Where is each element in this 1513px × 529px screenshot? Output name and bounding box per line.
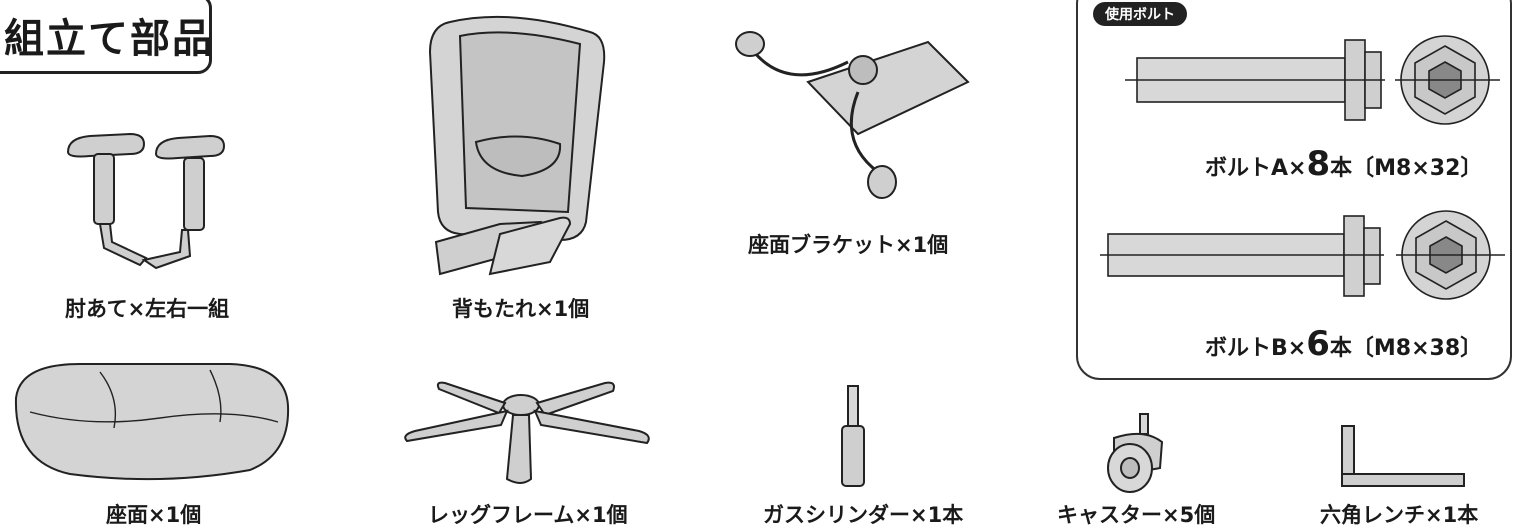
bolt-b-suffix: 本〔M8×38〕 <box>1329 336 1483 361</box>
bolt-a-count: 8 <box>1306 144 1331 184</box>
page-title: 組立て部品 <box>4 16 214 62</box>
bolt-a-caption: ボルトA×8本〔M8×32〕 <box>1205 144 1482 184</box>
bolt-b-count: 6 <box>1306 324 1330 364</box>
bolt-b-illustration <box>1100 210 1505 300</box>
hex-wrench-illustration <box>1341 425 1465 487</box>
seat-caption: 座面×1個 <box>106 503 202 527</box>
hex-wrench-caption: 六角レンチ×1本 <box>1320 503 1479 527</box>
caster-illustration <box>1107 413 1164 493</box>
caster-caption: キャスター×5個 <box>1057 503 1216 527</box>
bolt-b-prefix: ボルトB× <box>1205 336 1307 361</box>
armrest-caption: 肘あて×左右一組 <box>65 297 230 321</box>
title-frame <box>0 0 212 74</box>
bracket-illustration <box>735 31 970 199</box>
leg-frame-caption: レッグフレーム×1個 <box>428 503 628 527</box>
backrest-illustration <box>428 15 606 276</box>
leg-frame-illustration <box>404 381 650 484</box>
bolt-a-prefix: ボルトA× <box>1205 156 1307 181</box>
gas-cylinder-illustration <box>841 385 865 487</box>
armrest-illustration <box>66 132 226 270</box>
bolt-a-illustration <box>1125 35 1500 125</box>
bolt-a-suffix: 本〔M8×32〕 <box>1330 156 1483 181</box>
bolt-badge: 使用ボルト <box>1093 2 1187 26</box>
gas-cylinder-caption: ガスシリンダー×1本 <box>763 503 964 527</box>
bolt-b-caption: ボルトB×6本〔M8×38〕 <box>1205 324 1482 364</box>
backrest-caption: 背もたれ×1個 <box>452 297 590 321</box>
bracket-caption: 座面ブラケット×1個 <box>748 233 949 257</box>
seat-illustration <box>14 363 290 481</box>
